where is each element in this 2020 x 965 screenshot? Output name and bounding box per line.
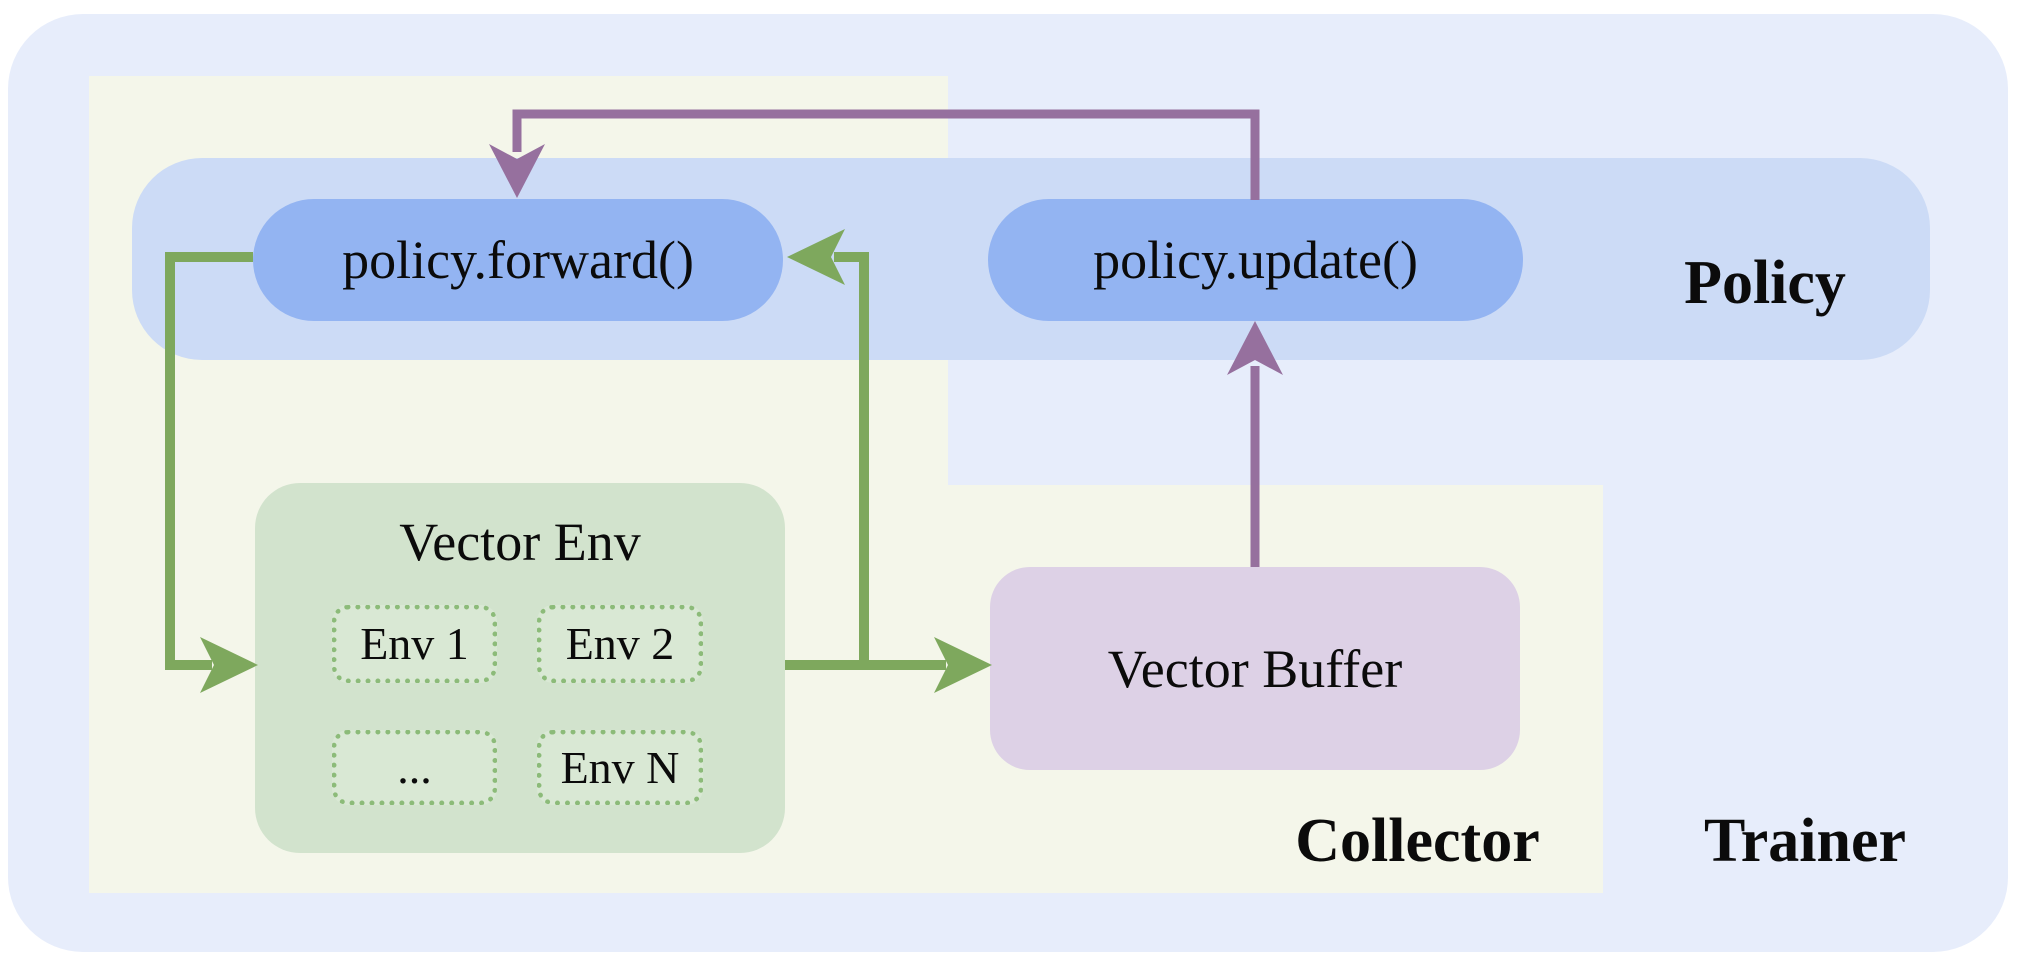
vector-buffer-node: Vector Buffer (990, 567, 1520, 770)
collector-region-label: Collector (1295, 807, 1540, 875)
trainer-region-label: Trainer (1703, 807, 1906, 875)
policy-update-label: policy.update() (1093, 230, 1418, 290)
policy-region-label: Policy (1684, 249, 1846, 317)
vector-env-title: Vector Env (399, 512, 641, 572)
env-cell-n-label: Env N (560, 741, 680, 793)
env-cell-2-label: Env 2 (565, 618, 675, 669)
policy-forward-label: policy.forward() (342, 230, 694, 290)
env-cell-2: Env 2 (537, 605, 703, 683)
policy-forward-node: policy.forward() (253, 199, 783, 321)
policy-update-node: policy.update() (988, 199, 1523, 321)
env-cell-1: Env 1 (332, 605, 497, 683)
env-cell-ellipsis: ... (332, 730, 497, 805)
env-cell-n: Env N (537, 730, 703, 805)
env-cell-1-label: Env 1 (360, 618, 469, 669)
env-cell-ellipsis-label: ... (397, 741, 432, 793)
vector-buffer-label: Vector Buffer (1107, 638, 1403, 699)
